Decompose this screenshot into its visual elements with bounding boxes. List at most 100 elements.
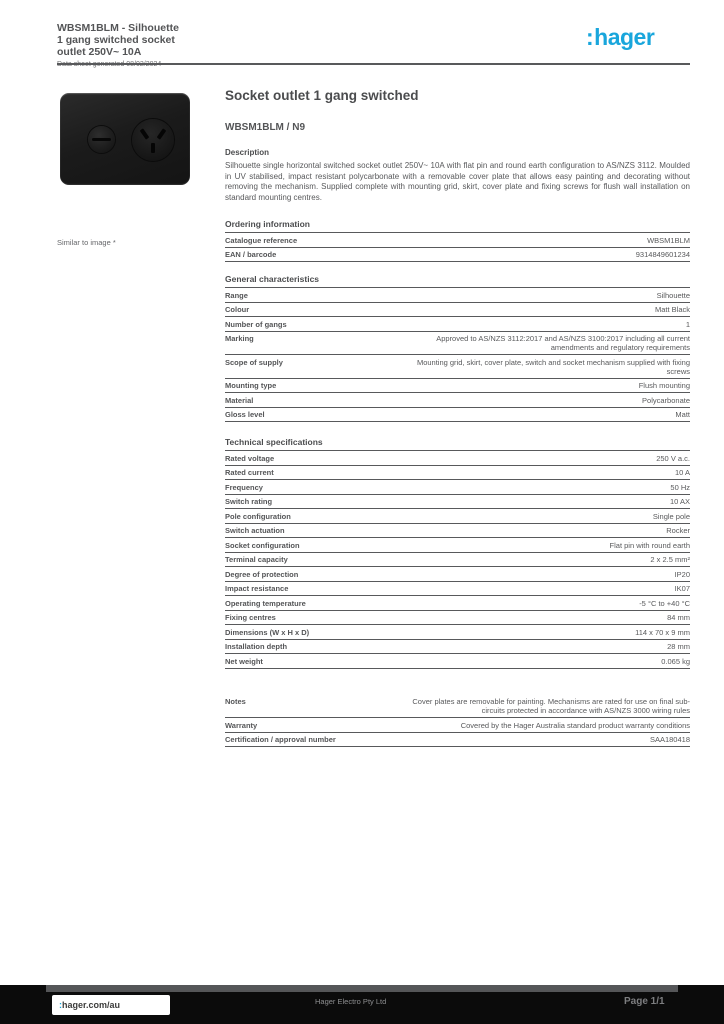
row-value: Approved to AS/NZS 3112:2017 and AS/NZS … [436, 334, 690, 352]
hager-logo-text: hager [594, 24, 655, 50]
row-label: Scope of supply [225, 357, 283, 367]
section-general-title: General characteristics [225, 274, 690, 288]
table-row: Notes Cover plates are removable for pai… [225, 695, 690, 718]
footer-website-dots-icon: : [59, 1000, 62, 1010]
row-label: Switch rating [225, 497, 273, 506]
row-value: 10 A [674, 468, 690, 477]
image-caption: Similar to image * [57, 238, 116, 247]
section-general: General characteristics Range Silhouette… [225, 274, 690, 422]
footer-page-number: Page 1/1 [624, 996, 665, 1007]
product-title: Socket outlet 1 gang switched [225, 88, 419, 103]
table-row: EAN / barcode 9314849601234 [225, 248, 690, 262]
table-row: Socket configuration Flat pin with round… [225, 538, 690, 553]
table-row: Rated voltage 250 V a.c. [225, 451, 690, 466]
table-row: Frequency 50 Hz [225, 480, 690, 495]
row-label: Rated voltage [225, 453, 275, 463]
header-rule [57, 63, 690, 65]
row-label: Impact resistance [225, 584, 289, 593]
row-label: Rated current [225, 468, 274, 477]
row-label: Dimensions (W x H x D) [225, 627, 310, 637]
section-technical-title: Technical specifications [225, 437, 690, 451]
row-label: Mounting type [225, 381, 277, 390]
row-value: 50 Hz [670, 482, 690, 492]
row-value: Silhouette [656, 290, 690, 300]
section-ordering-rows: Catalogue reference WBSM1BLM EAN / barco… [225, 233, 690, 262]
table-row: Material Polycarbonate [225, 393, 690, 408]
row-label: Colour [225, 305, 250, 314]
row-label: Material [225, 395, 254, 405]
row-value: Matt [675, 410, 690, 419]
row-value: Single pole [652, 511, 690, 521]
row-value: -5 °C to +40 °C [639, 598, 690, 608]
row-label: Warranty [225, 720, 258, 730]
row-label: Net weight [225, 656, 263, 666]
row-label: Gloss level [225, 410, 265, 419]
footer-website-text: hager.com/au [62, 1000, 121, 1010]
row-label: Notes [225, 697, 246, 706]
table-row: Mounting type Flush mounting [225, 379, 690, 393]
table-row: Dimensions (W x H x D) 114 x 70 x 9 mm [225, 625, 690, 640]
row-label: Catalogue reference [225, 235, 298, 245]
description-text: Silhouette single horizontal switched so… [225, 161, 690, 202]
footer-website-link[interactable]: :hager.com/au [59, 1000, 120, 1010]
row-value: 114 x 70 x 9 mm [635, 627, 690, 637]
row-value: Flush mounting [638, 381, 690, 390]
table-row: Impact resistance IK07 [225, 582, 690, 596]
product-reference: WBSM1BLM / N9 [225, 122, 305, 133]
row-label: Fixing centres [225, 613, 276, 622]
table-row: Colour Matt Black [225, 303, 690, 317]
section-notes: Notes Cover plates are removable for pai… [225, 695, 690, 747]
row-value: 0.065 kg [661, 656, 690, 666]
hager-logo-dots-icon: : [586, 24, 594, 50]
row-value: Mounting grid, skirt, cover plate, switc… [416, 357, 690, 376]
table-row: Range Silhouette [225, 288, 690, 303]
row-value: 10 AX [669, 497, 690, 506]
section-ordering-title: Ordering information [225, 219, 690, 233]
row-value: 9314849601234 [635, 250, 690, 259]
row-label: Operating temperature [225, 598, 306, 608]
table-row: Degree of protection IP20 [225, 567, 690, 582]
socket-pin-right-icon [156, 128, 167, 140]
row-label: EAN / barcode [225, 250, 277, 259]
row-label: Range [225, 290, 248, 300]
header-ref-line3: outlet 250V~ 10A [57, 46, 142, 58]
table-row: Switch actuation Rocker [225, 524, 690, 538]
table-row: Pole configuration Single pole [225, 509, 690, 524]
socket-pin-left-icon [139, 128, 150, 140]
socket-pin-earth-icon [151, 143, 155, 153]
description-label: Description [225, 148, 270, 157]
row-label: Switch actuation [225, 526, 285, 535]
table-row: Marking Approved to AS/NZS 3112:2017 and… [225, 332, 690, 355]
row-label: Marking [225, 334, 254, 343]
row-label: Degree of protection [225, 569, 299, 579]
row-value: IK07 [674, 584, 690, 593]
table-row: Net weight 0.065 kg [225, 654, 690, 669]
footer-band: :hager.com/au Hager Electro Pty Ltd Page… [0, 985, 724, 1024]
row-value: WBSM1BLM [647, 235, 690, 245]
row-label: Pole configuration [225, 511, 291, 521]
row-value: IP20 [674, 569, 690, 579]
table-row: Gloss level Matt [225, 408, 690, 422]
main-column: Socket outlet 1 gang switched WBSM1BLM /… [225, 88, 690, 747]
row-value: SAA180418 [649, 735, 690, 744]
row-value: 1 [685, 319, 690, 329]
row-value: Cover plates are removable for painting.… [412, 697, 690, 715]
table-row: Catalogue reference WBSM1BLM [225, 233, 690, 248]
row-value: Matt Black [654, 305, 690, 314]
socket-outlet-icon [132, 119, 174, 161]
row-value: 28 mm [667, 642, 690, 651]
hager-logo: :hager [586, 24, 655, 50]
section-technical-rows: Rated voltage 250 V a.c. Rated current 1… [225, 451, 690, 669]
table-row: Fixing centres 84 mm [225, 611, 690, 625]
table-row: Certification / approval number SAA18041… [225, 733, 690, 747]
table-row: Operating temperature -5 °C to +40 °C [225, 596, 690, 611]
row-label: Number of gangs [225, 319, 287, 329]
row-value: 2 x 2.5 mm² [650, 555, 690, 564]
section-notes-rows: Notes Cover plates are removable for pai… [225, 695, 690, 747]
footer-website-box[interactable]: :hager.com/au [52, 995, 170, 1015]
row-value: 250 V a.c. [656, 453, 690, 463]
row-value: Rocker [666, 526, 690, 535]
table-row: Rated current 10 A [225, 466, 690, 480]
section-technical: Technical specifications Rated voltage 2… [225, 437, 690, 669]
